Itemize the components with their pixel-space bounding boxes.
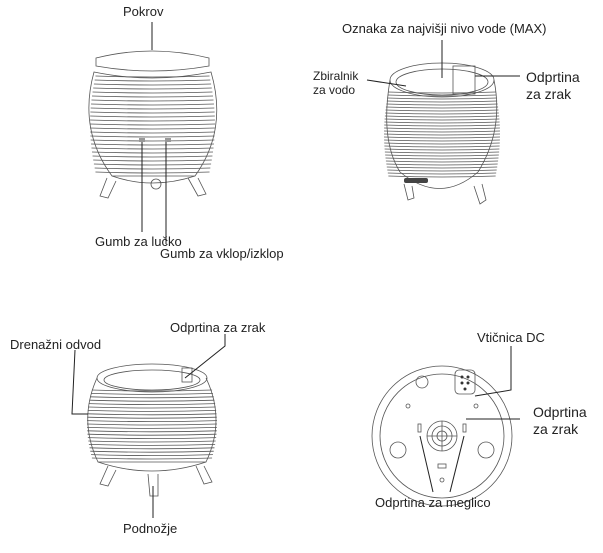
body-rib [87, 410, 217, 412]
body-rib [87, 413, 217, 416]
body-rib [88, 440, 216, 443]
label-base: Podnožje [123, 521, 178, 536]
body-rib [92, 155, 213, 158]
body-rib [93, 163, 212, 166]
body-rib [89, 447, 215, 450]
body-rib [91, 143, 214, 146]
body-rib [385, 154, 499, 157]
body-rib [91, 457, 213, 460]
body-rib [387, 172, 497, 175]
body-rib [90, 119, 215, 122]
body-rib [387, 94, 497, 97]
body-rib [384, 124, 500, 127]
body-rib [88, 403, 216, 405]
body-rib [384, 130, 500, 133]
label-air-vent-top-1: Odprtina [526, 69, 580, 85]
body-rib [90, 396, 214, 399]
body-rib [91, 151, 214, 154]
label-water-tank-2: za vodo [313, 83, 356, 97]
body-rib [92, 91, 213, 94]
body-rib [90, 131, 215, 134]
body-rib [384, 148, 500, 151]
body-rib [93, 83, 212, 86]
body-rib [87, 416, 217, 419]
body-rib [87, 427, 217, 429]
body-rib [89, 123, 216, 126]
power-button-icon [165, 138, 171, 142]
body-rib [89, 399, 215, 402]
light-button-icon [139, 138, 145, 142]
body-rib [88, 444, 216, 446]
body-rib [384, 121, 500, 124]
underside-view-humidifier [371, 365, 513, 507]
body-rib [93, 159, 212, 162]
body-rib [387, 169, 497, 172]
label-power-button: Gumb za vklop/izklop [160, 246, 284, 261]
open-tank-humidifier [383, 62, 501, 205]
body-rib [386, 166, 498, 169]
body-rib [384, 127, 500, 130]
side-view-humidifier [86, 363, 218, 497]
front-view-humidifier [88, 50, 218, 199]
body-rib [93, 87, 212, 90]
body-rib [384, 118, 500, 121]
body-rib [90, 107, 215, 110]
body-rib [90, 115, 215, 118]
body-rib [91, 393, 213, 395]
body-rib [87, 430, 217, 433]
body-rib [385, 106, 499, 109]
body-rib [384, 151, 500, 154]
body-rib [386, 163, 498, 166]
label-light-button: Gumb za lučko [95, 234, 182, 249]
top-right-slot-icon [404, 178, 428, 183]
body-rib [87, 433, 217, 436]
body-rib [388, 175, 496, 178]
body-rib [91, 99, 214, 102]
label-dc-socket: Vtičnica DC [477, 330, 545, 345]
label-air-vent-top-2: za zrak [526, 86, 572, 102]
label-mist-vent: Odprtina za meglico [375, 495, 491, 510]
body-rib [383, 133, 501, 136]
body-rib [90, 450, 214, 453]
body-rib [385, 157, 499, 160]
label-air-vent-bottom-1: Odprtina [533, 404, 587, 420]
body-rib [388, 91, 496, 94]
body-rib [385, 109, 499, 112]
body-rib [87, 420, 217, 422]
body-rib [94, 79, 211, 82]
body-rib [91, 95, 214, 98]
body-rib [384, 115, 500, 118]
body-rib [90, 135, 215, 138]
body-rib [386, 103, 498, 106]
body-rib [384, 142, 500, 145]
body-rib [385, 160, 499, 163]
body-rib [90, 139, 215, 142]
label-max-mark: Oznaka za najvišji nivo vode (MAX) [342, 21, 547, 36]
label-lid: Pokrov [123, 4, 164, 19]
label-drain: Drenažni odvod [10, 337, 102, 352]
body-rib [91, 103, 214, 106]
body-rib [385, 112, 499, 115]
label-water-tank-1: Zbiralnik [313, 69, 359, 83]
body-rib [384, 139, 500, 142]
body-rib [91, 147, 214, 150]
body-rib [384, 145, 500, 148]
body-rib [91, 454, 213, 456]
body-rib [86, 423, 218, 426]
body-rib [87, 437, 217, 439]
body-rib [90, 111, 215, 114]
label-air-vent-bottom-left: Odprtina za zrak [170, 320, 266, 335]
label-air-vent-bottom-2: za zrak [533, 421, 579, 437]
body-rib [386, 100, 498, 103]
body-rib [90, 127, 215, 130]
body-rib [387, 97, 497, 100]
body-rib [384, 136, 500, 139]
body-rib [91, 389, 213, 392]
body-rib [95, 75, 210, 78]
body-rib [94, 167, 211, 170]
body-rib [95, 171, 210, 174]
body-rib [88, 406, 216, 409]
